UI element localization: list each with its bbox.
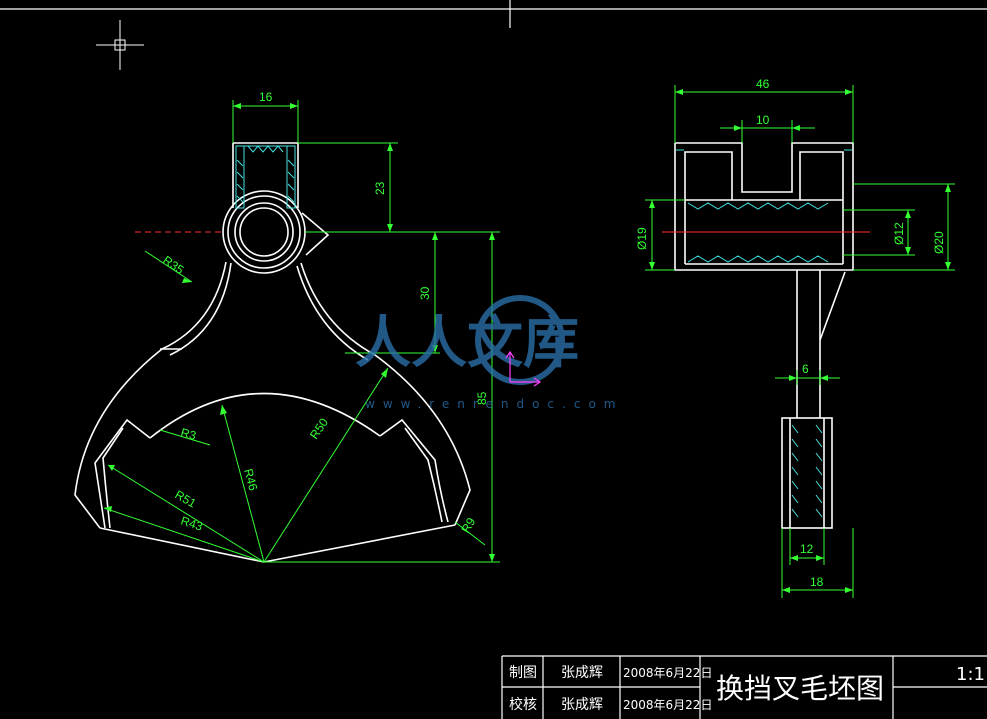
side-view-outline bbox=[674, 142, 854, 529]
dim-46: 46 bbox=[756, 77, 770, 91]
title-block-name-1: 张成辉 bbox=[561, 665, 603, 681]
front-view-dimensions bbox=[103, 100, 500, 563]
dim-r46: R46 bbox=[241, 467, 260, 492]
front-view-dim-arrows bbox=[104, 103, 495, 562]
dim-85: 85 bbox=[475, 391, 489, 405]
drawing-frame bbox=[0, 0, 987, 28]
drawing-scale: 1:1 bbox=[956, 664, 985, 685]
watermark-logo-text: 人人文库 bbox=[355, 311, 579, 376]
title-block-role-1: 制图 bbox=[509, 665, 537, 681]
dim-r50: R50 bbox=[307, 415, 331, 441]
side-view-hatch bbox=[676, 149, 852, 518]
drawing-title: 换挡叉毛坯图 bbox=[716, 672, 884, 705]
dim-23: 23 bbox=[373, 181, 387, 195]
watermark: 人人文库 www.renrendoc.com bbox=[355, 295, 623, 411]
title-block-date-1: 2008年6月22日 bbox=[623, 666, 712, 680]
title-block-date-2: 2008年6月22日 bbox=[623, 698, 712, 712]
dim-10: 10 bbox=[756, 113, 770, 127]
watermark-url: www.renrendoc.com bbox=[365, 397, 623, 411]
dim-dia-20: Ø20 bbox=[932, 231, 946, 254]
dim-r35: R35 bbox=[160, 253, 186, 277]
front-view: 16 23 30 85 R35 R3 R50 R46 R51 R43 R9 bbox=[74, 90, 500, 563]
dim-12: 12 bbox=[800, 542, 814, 556]
title-block: 制图 张成辉 2008年6月22日 校核 张成辉 2008年6月22日 换挡叉毛… bbox=[501, 655, 987, 719]
ucs-icon bbox=[505, 350, 542, 387]
dim-6: 6 bbox=[802, 362, 809, 376]
side-view: 46 10 Ø19 Ø12 Ø20 6 12 18 bbox=[635, 77, 955, 598]
crosshair-cursor[interactable] bbox=[96, 20, 144, 70]
front-view-hatch bbox=[235, 145, 296, 209]
front-view-outline bbox=[74, 142, 471, 563]
title-block-role-2: 校核 bbox=[509, 696, 537, 713]
dim-r3: R3 bbox=[179, 425, 198, 443]
dim-30: 30 bbox=[418, 286, 432, 300]
dim-r9: R9 bbox=[458, 515, 478, 536]
dim-18: 18 bbox=[810, 575, 824, 589]
dim-dia-19: Ø19 bbox=[635, 227, 649, 250]
dim-16: 16 bbox=[259, 90, 273, 104]
title-block-name-2: 张成辉 bbox=[561, 697, 603, 713]
dim-r43: R43 bbox=[179, 514, 205, 534]
side-view-dim-arrows bbox=[649, 89, 951, 593]
dim-dia-12: Ø12 bbox=[892, 222, 906, 245]
